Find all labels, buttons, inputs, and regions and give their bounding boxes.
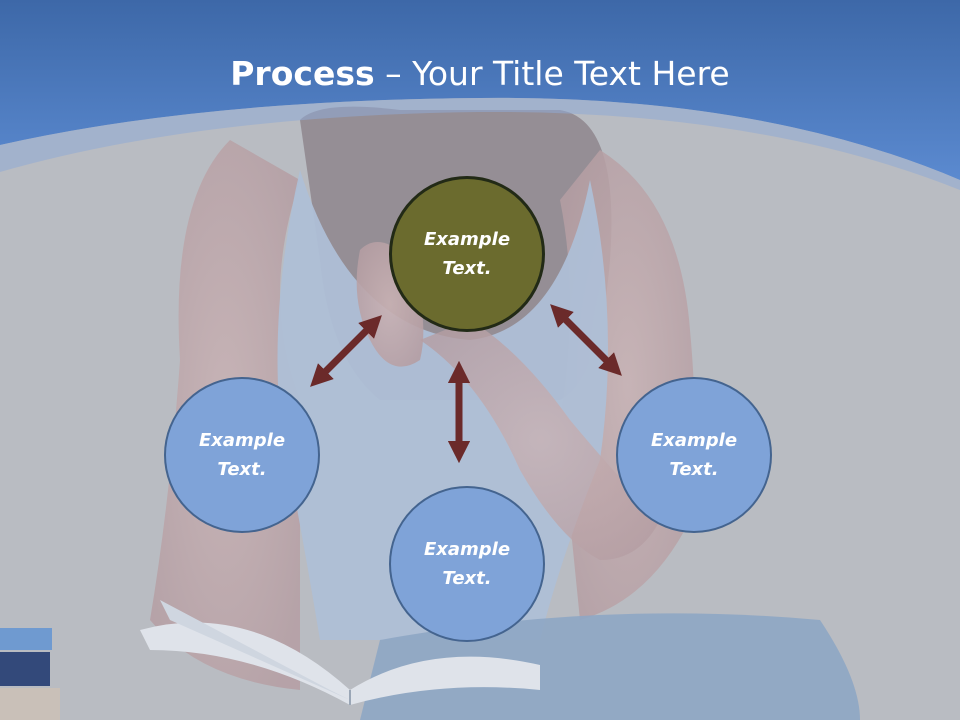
process-node-center[interactable]: Example Text. — [389, 176, 545, 332]
title-rest: Your Title Text Here — [412, 54, 730, 93]
process-node-right[interactable]: Example Text. — [616, 377, 772, 533]
arrow-center-right — [550, 304, 622, 376]
node-center-label: Example Text. — [423, 229, 511, 279]
arrow-center-left — [310, 315, 382, 387]
process-node-left[interactable]: Example Text. — [164, 377, 320, 533]
node-bottom-label: Example Text. — [423, 539, 511, 589]
title-dash: – — [374, 54, 413, 93]
process-node-bottom[interactable]: Example Text. — [389, 486, 545, 642]
title-bold: Process — [230, 54, 375, 93]
node-left-label: Example Text. — [198, 430, 286, 480]
slide-title: Process – Your Title Text Here — [0, 52, 960, 96]
node-right-label: Example Text. — [650, 430, 738, 480]
